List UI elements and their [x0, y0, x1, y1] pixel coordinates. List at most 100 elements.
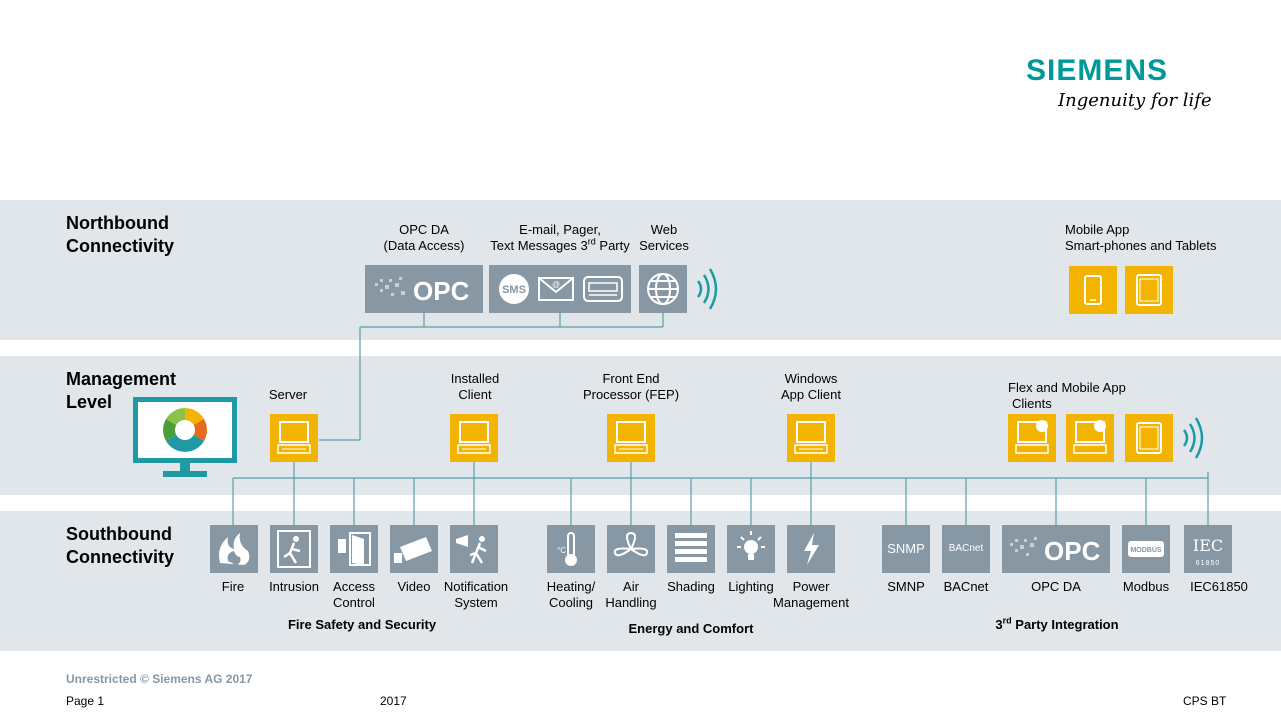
wireless-signal-icon — [696, 268, 718, 310]
smartphone-icon-tile — [1069, 266, 1117, 314]
installed-client-label: Installed Client — [430, 371, 520, 403]
southbound-item-label-line1: Air — [623, 579, 639, 594]
opc-logo-icon: OPC — [1010, 536, 1101, 566]
email-icon: @ — [538, 277, 574, 301]
opc-logo-icon: OPC — [375, 276, 470, 306]
notification-icon-tile — [450, 525, 498, 573]
southbound-item-label-line1: Notification — [443, 579, 509, 594]
computer-icon — [457, 421, 491, 454]
iec-icon: IEC 61850 — [1193, 536, 1223, 567]
fire-icon — [219, 533, 250, 565]
southbound-item-label-line1: Heating/ — [546, 579, 596, 594]
svg-text:°C: °C — [557, 546, 566, 555]
iec-icon-number: 61850 — [1196, 560, 1220, 567]
northbound-title-line2: Connectivity — [66, 236, 175, 256]
computer-icon — [794, 421, 828, 454]
southbound-title: Southbound Connectivity — [66, 523, 174, 569]
mobile-app-label: Mobile App Smart-phones and Tablets — [1065, 222, 1217, 254]
fep-icon — [607, 414, 655, 462]
southbound-item-label: Modbus — [1096, 579, 1196, 595]
southbound-item-label-line1: Modbus — [1122, 579, 1170, 594]
southbound-item-label-line1: Fire — [221, 579, 245, 594]
fan-icon — [613, 531, 649, 557]
tablet-icon-tile — [1125, 266, 1173, 314]
messages-label-line1: E-mail, Pager, — [519, 222, 601, 237]
southbound-item-label-line1: IEC61850 — [1190, 579, 1248, 594]
opc-da-label-line1: OPC DA — [399, 222, 449, 237]
bacnet-icon-text: BACnet — [949, 543, 984, 554]
fep-label: Front End Processor (FEP) — [571, 371, 691, 403]
modbus-icon-text: MODBUS — [1130, 547, 1161, 554]
southbound-item-label-line2: System — [454, 595, 498, 610]
management-title-line1: Management — [66, 369, 177, 389]
web-services-icon — [639, 265, 687, 313]
intrusion-icon — [277, 530, 311, 568]
iec-icon-text: IEC — [1193, 536, 1223, 555]
southbound-title-line1: Southbound — [66, 524, 172, 544]
southbound-item-label: Lighting — [701, 579, 801, 595]
globe-icon — [647, 273, 679, 305]
windows-app-client-label: Windows App Client — [761, 371, 861, 403]
windows-app-client-icon — [787, 414, 835, 462]
thermometer-icon: °C — [557, 532, 577, 566]
video-icon-tile — [390, 525, 438, 573]
snmp-icon-tile: SNMP — [882, 525, 930, 573]
snmp-icon: SNMP — [887, 541, 925, 556]
footer-year: 2017 — [380, 694, 407, 708]
sms-icon-text: SMS — [502, 284, 526, 296]
sms-icon: SMS — [499, 274, 529, 304]
southbound-item-label-line1: Lighting — [728, 579, 774, 594]
classification-label: Unrestricted © Siemens AG 2017 — [66, 672, 253, 686]
siemens-logo: SIEMENS Ingenuity for life — [1026, 54, 1216, 124]
opc-icon-text: OPC — [413, 276, 470, 306]
power-management-icon-tile — [787, 525, 835, 573]
flex-client-icon-1 — [1008, 414, 1056, 462]
southbound-item-label-line2: Management — [773, 595, 849, 610]
opc-da-label-line2: (Data Access) — [383, 238, 465, 253]
southbound-item-label: IEC61850 — [1169, 579, 1269, 595]
footer-org: CPS BT — [1183, 694, 1227, 708]
messages-label: E-mail, Pager, Text Messages 3rd Party — [480, 222, 640, 254]
video-camera-icon — [394, 537, 432, 563]
access-control-icon-tile — [330, 525, 378, 573]
notification-icon — [456, 535, 487, 564]
southbound-title-line2: Connectivity — [66, 547, 175, 567]
opc-da-icon: OPC — [365, 265, 483, 313]
windows-app-client-label-line2: App Client — [781, 387, 841, 402]
page-number: Page 1 — [66, 694, 105, 708]
lightning-icon — [804, 533, 819, 565]
server-icon — [270, 414, 318, 462]
southbound-item-label: Fire — [183, 579, 283, 595]
blinds-icon — [675, 533, 707, 562]
southbound-item-label-line1: Intrusion — [269, 579, 319, 594]
flex-mobile-clients-label-line1: Flex and Mobile App — [1008, 380, 1126, 395]
mobile-app-label-line2: Smart-phones and Tablets — [1065, 238, 1217, 253]
installed-client-icon — [450, 414, 498, 462]
mobile-app-label-line1: Mobile App — [1065, 222, 1130, 237]
fire-icon-tile — [210, 525, 258, 573]
flex-client-icon-2 — [1066, 414, 1114, 462]
iec61850-icon-tile: IEC 61850 — [1184, 525, 1232, 573]
southbound-item-label-line1: Access — [333, 579, 375, 594]
monitor-icon — [133, 397, 237, 479]
web-computer-icon — [1073, 420, 1107, 454]
southbound-item-label: Shading — [641, 579, 741, 595]
southbound-item-label: BACnet — [916, 579, 1016, 595]
siemens-tagline: Ingenuity for life — [1058, 90, 1212, 111]
management-title: Management Level — [66, 368, 176, 414]
fep-label-line2: Processor (FEP) — [582, 387, 680, 402]
pager-icon — [583, 276, 623, 302]
fep-label-line1: Front End — [602, 371, 660, 386]
snmp-icon-text: SNMP — [887, 541, 925, 556]
access-control-icon — [338, 532, 371, 566]
southbound-item-label-line1: BACnet — [943, 579, 989, 594]
installed-client-label-line1: Installed — [450, 371, 500, 386]
intrusion-icon-tile — [270, 525, 318, 573]
web-services-label: Web Services — [634, 222, 694, 254]
southbound-item-label: Video — [364, 579, 464, 595]
tablet-icon — [1136, 422, 1162, 454]
